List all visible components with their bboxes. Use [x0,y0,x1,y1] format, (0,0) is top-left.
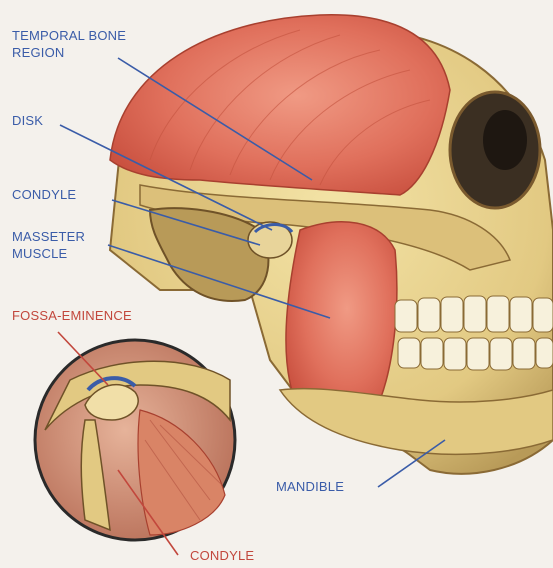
label-disk: DISK [12,112,43,129]
label-masseter-muscle: MASSETER MUSCLE [12,228,85,262]
label-temporal-line1: TEMPORAL BONE [12,27,126,44]
label-masseter-line1: MASSETER [12,228,85,245]
label-condyle-top: CONDYLE [12,186,76,203]
temporalis-muscle [110,15,450,195]
masseter-muscle [286,222,397,415]
label-masseter-line2: MUSCLE [12,245,85,262]
label-mandible: MANDIBLE [276,478,344,495]
label-temporal-bone-region: TEMPORAL BONE REGION [12,27,126,61]
label-fossa-eminence: FOSSA-EMINENCE [12,307,132,324]
label-condyle-bottom: CONDYLE [190,547,254,564]
label-temporal-line2: REGION [12,44,126,61]
